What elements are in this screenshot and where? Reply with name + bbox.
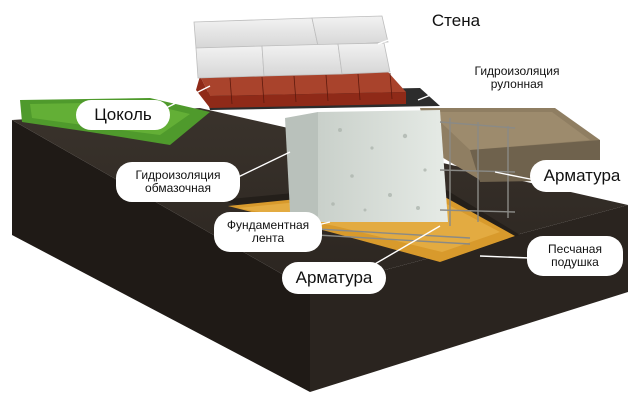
label-strip-foundation-line1: Фундаментная [226,217,310,232]
label-rebar-bottom: Арматура [282,262,386,294]
label-coating-waterproofing-line1: Гидроизоляция [135,167,221,182]
label-coating-waterproofing: Гидроизоляция обмазочная [116,162,240,202]
plinth-top [200,72,406,96]
label-strip-foundation: Фундаментная лента [214,212,322,252]
label-sand-cushion: Песчаная подушка [527,236,623,276]
label-plinth: Цоколь [76,100,170,130]
label-sand-cushion-line2: подушка [551,255,599,269]
label-rebar-right: Арматура [530,160,634,192]
label-strip-foundation-line2: лента [251,231,285,245]
foundation-front [318,110,448,222]
foundation-side [285,112,318,220]
wall-blocks [193,15,391,79]
label-sand-cushion-line1: Песчаная [548,241,602,256]
label-coating-waterproofing-line2: обмазочная [145,181,211,195]
label-roll-waterproofing-line2: рулонная [490,77,544,91]
label-roll-waterproofing-line1: Гидроизоляция [474,63,560,78]
label-roll-waterproofing: Гидроизоляция рулонная [458,58,576,98]
rebar-cage [299,118,516,245]
label-wall: Стена [419,6,493,36]
soil-left-face [12,120,310,392]
plinth-front [196,76,406,108]
